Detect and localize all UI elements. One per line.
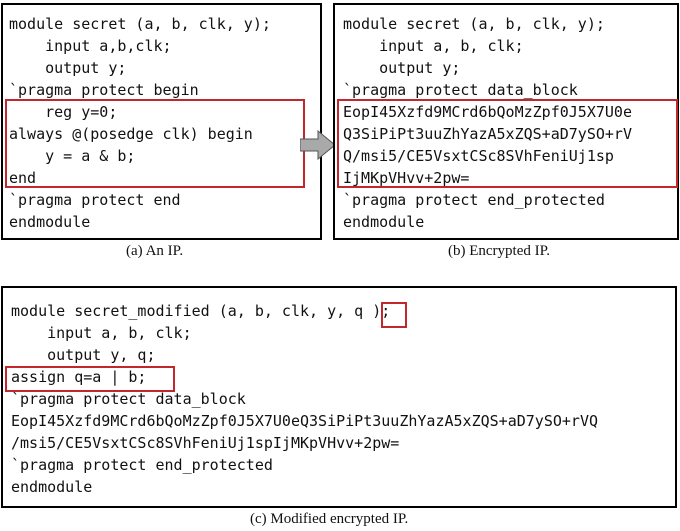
code-line: assign q=a | b; xyxy=(11,368,147,386)
code-line: endmodule xyxy=(9,213,91,231)
caption-b: (b) Encrypted IP. xyxy=(448,243,551,259)
code-line: Q/msi5/CE5VsxtCSc8SVhFeniUj1sp xyxy=(343,147,614,165)
caption-c: (c) Modified encrypted IP. xyxy=(250,511,409,527)
code-line: `pragma protect end_protected xyxy=(343,191,605,209)
code-line: input a, b, clk; xyxy=(11,324,192,342)
panel-modified-encrypted-ip: module secret_modified (a, b, clk, y, q … xyxy=(1,286,677,508)
code-line: output y, q; xyxy=(11,346,156,364)
code-line: input a,b,clk; xyxy=(9,37,172,55)
code-line: module secret (a, b, clk, y); xyxy=(9,15,271,33)
code-line: endmodule xyxy=(11,478,93,496)
code-line: always @(posedge clk) begin xyxy=(9,125,253,143)
code-line: `pragma protect data_block xyxy=(11,390,246,408)
code-modified-encrypted-ip: module secret_modified (a, b, clk, y, q … xyxy=(11,300,598,498)
caption-a: (a) An IP. xyxy=(126,243,184,259)
code-line: endmodule xyxy=(343,213,425,231)
code-line: output y; xyxy=(9,59,127,77)
code-line: output y; xyxy=(343,59,461,77)
panel-encrypted-ip: module secret (a, b, clk, y); input a, b… xyxy=(333,3,679,240)
code-line: y = a & b; xyxy=(9,147,136,165)
code-line: `pragma protect end xyxy=(9,191,181,209)
code-original-ip: module secret (a, b, clk, y); input a,b,… xyxy=(9,13,271,233)
code-line: reg y=0; xyxy=(9,103,118,121)
code-line: EopI45Xzfd9MCrd6bQoMzZpf0J5X7U0eQ3SiPiPt… xyxy=(11,412,598,430)
added-port-highlight xyxy=(381,302,407,328)
code-line: /msi5/CE5VsxtCSc8SVhFeniUj1spIjMKpVHvv+2… xyxy=(11,434,400,452)
panel-original-ip: module secret (a, b, clk, y); input a,b,… xyxy=(1,3,322,240)
code-line: module secret_modified (a, b, clk, y, q … xyxy=(11,302,391,320)
code-line: `pragma protect data_block xyxy=(343,81,578,99)
code-encrypted-ip: module secret (a, b, clk, y); input a, b… xyxy=(343,13,632,233)
code-line: Q3SiPiPt3uuZhYazA5xZQS+aD7ySO+rV xyxy=(343,125,632,143)
code-line: EopI45Xzfd9MCrd6bQoMzZpf0J5X7U0e xyxy=(343,103,632,121)
protected-region-highlight xyxy=(5,99,305,188)
code-line: module secret (a, b, clk, y); xyxy=(343,15,605,33)
code-line: IjMKpVHvv+2pw= xyxy=(343,169,470,187)
code-line: end xyxy=(9,169,37,187)
code-line: input a, b, clk; xyxy=(343,37,524,55)
encrypt-arrow-icon xyxy=(300,130,336,160)
encrypted-block-highlight xyxy=(337,99,678,188)
added-logic-highlight xyxy=(5,366,175,392)
code-line: `pragma protect begin xyxy=(9,81,199,99)
code-line: `pragma protect end_protected xyxy=(11,456,273,474)
